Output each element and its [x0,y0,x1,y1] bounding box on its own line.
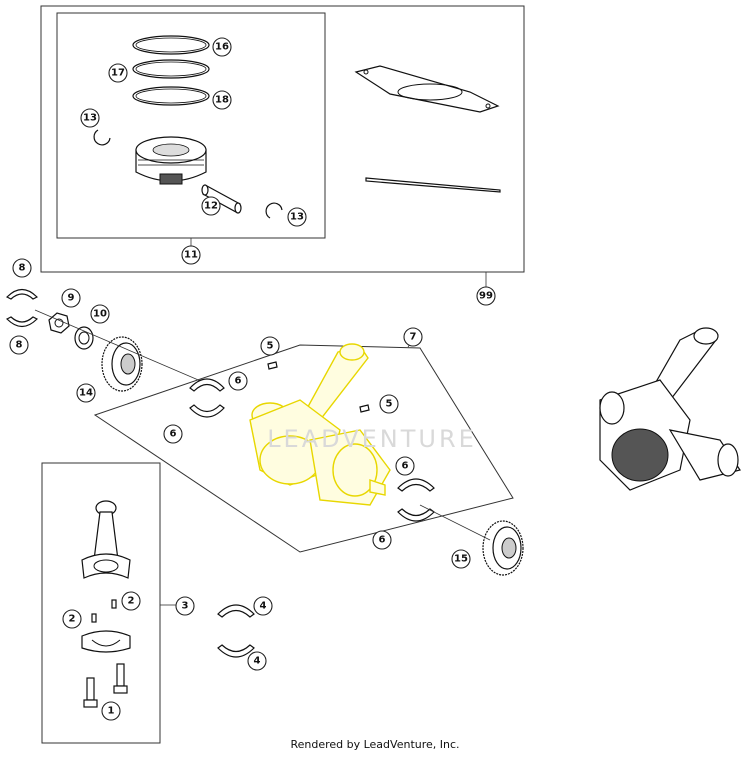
bearing-shell-6-c[interactable] [397,478,435,492]
callout-5-b[interactable]: 5 [379,394,399,414]
callout-3[interactable]: 3 [175,596,195,616]
callout-1[interactable]: 1 [101,701,121,721]
svg-text:7: 7 [410,332,417,343]
callout-16[interactable]: 16 [212,37,232,57]
woodruff-key-5-b[interactable] [359,404,370,413]
svg-text:4: 4 [254,656,261,667]
svg-text:11: 11 [184,250,198,261]
dowel-2-left[interactable] [91,613,97,623]
svg-text:5: 5 [386,399,393,410]
svg-text:1: 1 [108,706,115,717]
svg-text:8: 8 [16,340,23,351]
svg-text:8: 8 [19,263,26,274]
callout-8-upper[interactable]: 8 [12,258,32,278]
svg-text:13: 13 [290,212,304,223]
bearing-shell-6-b[interactable] [189,404,225,418]
callout-12[interactable]: 12 [201,196,221,216]
svg-text:6: 6 [170,429,177,440]
callout-13-left[interactable]: 13 [80,108,100,128]
dowel-2-right[interactable] [111,599,117,609]
callout-99[interactable]: 99 [476,286,496,306]
svg-text:3: 3 [182,601,189,612]
connecting-rod-frame [41,462,161,744]
svg-text:5: 5 [267,341,274,352]
svg-text:18: 18 [215,95,229,106]
woodruff-key-5-a[interactable] [267,361,278,370]
callout-2-right[interactable]: 2 [121,591,141,611]
svg-text:6: 6 [235,376,242,387]
bearing-shell-6-a[interactable] [189,378,225,392]
callout-4-upper[interactable]: 4 [253,596,273,616]
svg-text:4: 4 [260,601,267,612]
svg-text:99: 99 [479,291,493,302]
cylinder-head-gasket[interactable] [354,65,500,113]
callout-6-b[interactable]: 6 [163,424,183,444]
bearing-shell-4-upper[interactable] [217,604,255,618]
gear-15[interactable] [482,520,524,576]
callout-6-a[interactable]: 6 [228,371,248,391]
callout-13-right[interactable]: 13 [287,207,307,227]
rod-cap[interactable] [81,630,131,653]
circlip-13-right[interactable] [265,202,283,219]
circlip-13-left[interactable] [93,129,111,146]
callout-7[interactable]: 7 [403,327,423,347]
piston-pin[interactable] [201,184,242,214]
callout-2-left[interactable]: 2 [62,609,82,629]
svg-text:2: 2 [69,614,76,625]
svg-text:10: 10 [93,309,107,320]
svg-text:15: 15 [454,554,468,565]
washer[interactable] [74,326,94,350]
callout-17[interactable]: 17 [108,63,128,83]
callout-8-lower[interactable]: 8 [9,335,29,355]
callout-11[interactable]: 11 [181,245,201,265]
piston-ring-17[interactable] [132,59,210,79]
rod-bolt-left[interactable] [83,677,98,708]
gear-14[interactable] [101,336,143,392]
piston-ring-18[interactable] [132,86,210,106]
crankshaft-assembled-view [599,327,741,491]
callout-14[interactable]: 14 [76,383,96,403]
piston[interactable] [135,136,207,185]
callout-18[interactable]: 18 [212,90,232,110]
svg-text:17: 17 [111,68,125,79]
piston-ring-16[interactable] [132,35,210,55]
bearing-shell-6-d[interactable] [397,508,435,522]
svg-text:6: 6 [402,461,409,472]
bearing-shell-8-upper[interactable] [5,288,39,300]
bearing-shell-4-lower[interactable] [217,644,255,658]
svg-text:9: 9 [68,293,75,304]
crankshaft-highlighted[interactable] [249,343,391,506]
bearing-shell-8-lower[interactable] [5,316,39,328]
crankshaft-frame [93,344,514,553]
callout-6-c[interactable]: 6 [395,456,415,476]
cylinder-base-gasket[interactable] [365,177,501,193]
svg-text:12: 12 [204,201,218,212]
svg-text:16: 16 [215,42,229,53]
callout-10[interactable]: 10 [90,304,110,324]
callout-4-lower[interactable]: 4 [247,651,267,671]
rod-bolt-right[interactable] [113,663,128,694]
svg-text:14: 14 [79,388,93,399]
svg-text:2: 2 [128,596,135,607]
piston-kit-frame [40,5,525,273]
svg-text:6: 6 [379,535,386,546]
callout-6-d[interactable]: 6 [372,530,392,550]
footer-credit: Rendered by LeadVenture, Inc. [290,738,460,751]
watermark-text: LEADVENTURE [267,425,477,453]
callout-15[interactable]: 15 [451,549,471,569]
callout-9[interactable]: 9 [61,288,81,308]
connecting-rod[interactable] [81,500,131,579]
svg-text:13: 13 [83,113,97,124]
callout-5-a[interactable]: 5 [260,336,280,356]
